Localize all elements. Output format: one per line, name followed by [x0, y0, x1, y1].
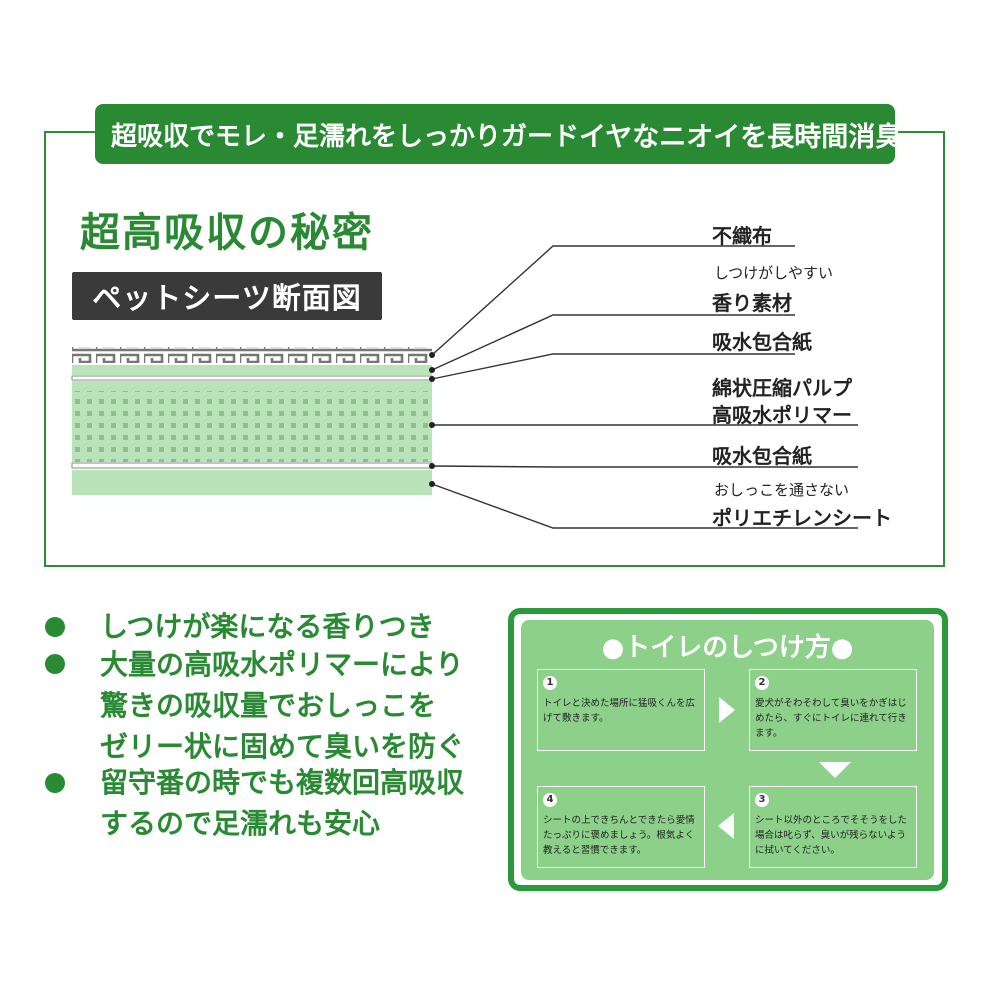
bullet-3-line-2: するので足濡れも安心 [100, 807, 381, 840]
header-banner: 超吸収でモレ・足濡れをしっかりガード イヤなニオイを長時間消臭 [95, 104, 902, 164]
step-text: トイレと決めた場所に猛吸くんを広げて敷きます。 [543, 698, 696, 724]
step-number: 4 [543, 793, 557, 807]
diagram-title: 超高吸収の秘密 [80, 210, 374, 256]
bullet-2-line-1: 大量の高吸水ポリマーにより [100, 648, 464, 681]
layer-label-polymer: 高吸水ポリマー [712, 403, 852, 427]
step-text: 愛犬がそわそわして臭いをかぎはじめたら、すぐにトイレに連れて行きます。 [755, 698, 907, 739]
bullet-dot-icon [45, 773, 65, 793]
layer-label-wrap-top: 吸水包合紙 [712, 330, 812, 354]
arrow-left-icon [718, 813, 734, 839]
leader-line-polyethylene [431, 483, 858, 529]
arrow-right-icon [719, 697, 735, 723]
bullet-dot-icon [45, 617, 65, 637]
bullet-2-line-2: 驚きの吸収量でおしっこを [100, 689, 437, 722]
layer-note-polyethylene: おしっこを通さない [714, 481, 850, 499]
cross-section-diagram [71, 245, 858, 529]
layer-label-polyethylene: ポリエチレンシート [712, 506, 892, 530]
training-title: ●トイレのしつけ方● [601, 633, 854, 663]
step-text: シート以外のところでそそうをした場合は叱らず、臭いが残らないように拭いてください… [755, 815, 908, 856]
bullet-3-line-1: 留守番の時でも複数回高吸収 [100, 766, 465, 799]
layer-scent [72, 365, 432, 375]
training-step-3: 3 シート以外のところでそそうをした場合は叱らず、臭いが残らないように拭いてくだ… [749, 786, 917, 868]
layer-label-wrap-bottom: 吸水包合紙 [712, 444, 812, 468]
bullet-dot-icon [45, 654, 65, 674]
bullet-2-line-3: ゼリー状に固めて臭いを防ぐ [100, 730, 465, 763]
training-step-4: 4 シートの上できちんとできたら愛情たっぷりに褒めましょう。根気よく教えると習慣… [537, 786, 705, 868]
layer-wrap-paper-top [71, 375, 433, 381]
header-right-text: イヤなニオイを長時間消臭 [579, 121, 903, 153]
step-number: 1 [543, 676, 557, 690]
step-number: 2 [755, 676, 769, 690]
layer-label-nonwoven: 不織布 [712, 224, 772, 248]
leader-line-wrap-top [431, 353, 795, 380]
arrow-down-icon [819, 762, 851, 778]
training-step-1: 1 トイレと決めた場所に猛吸くんを広げて敷きます。 [537, 669, 705, 751]
header-left-text: 超吸収でモレ・足濡れをしっかりガード [111, 121, 580, 152]
step-number: 3 [755, 793, 769, 807]
diagram-subtitle: ペットシーツ断面図 [72, 272, 382, 320]
training-step-2: 2 愛犬がそわそわして臭いをかぎはじめたら、すぐにトイレに連れて行きます。 [749, 669, 917, 751]
layer-polyethylene [72, 470, 432, 495]
layer-label-scent: 香り素材 [712, 291, 792, 315]
layer-pulp-polymer [72, 391, 432, 462]
leader-line-nonwoven [431, 245, 795, 356]
step-text: シートの上できちんとできたら愛情たっぷりに褒めましょう。根気よく教えると習慣でき… [543, 815, 695, 856]
leader-line-scent [431, 314, 795, 371]
layer-label-pulp: 綿状圧縮パルプ [712, 376, 852, 400]
leader-line-wrap-bottom [431, 465, 858, 468]
bullet-1-line-1: しつけが楽になる香りつき [100, 610, 435, 643]
layer-note-scent: しつけがしやすい [714, 264, 833, 282]
layer-wrap-paper-bottom [71, 462, 433, 469]
layer-nonwoven [72, 347, 432, 363]
